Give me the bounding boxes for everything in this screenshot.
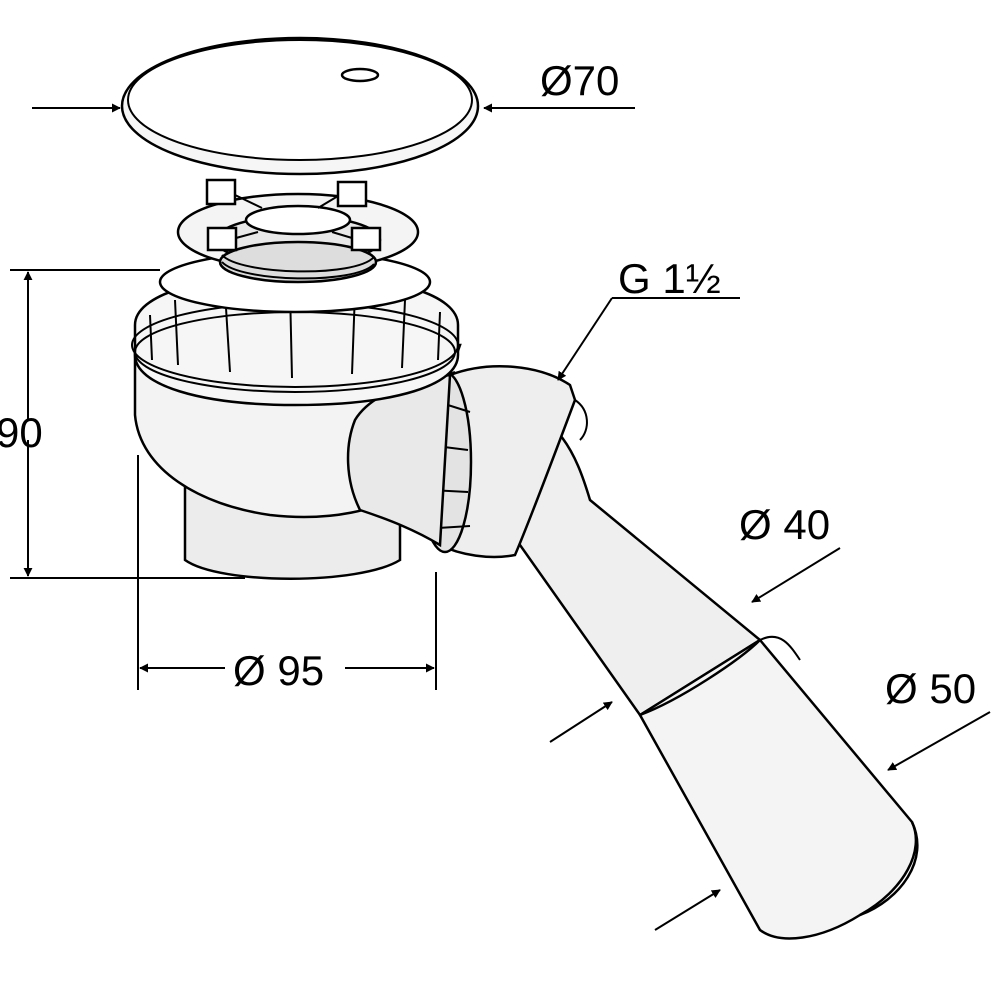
cover-plate (120, 36, 480, 176)
grate-flange (176, 178, 420, 284)
outlet-diameter-label: Ø 50 (885, 665, 977, 712)
cover-diameter-label: Ø70 (540, 57, 620, 104)
height-label: 90 (0, 409, 43, 456)
trap-body (131, 250, 462, 580)
thread-label: G 1½ (618, 255, 721, 302)
pipe-diameter-label: Ø 40 (739, 501, 831, 548)
body-diameter-label: Ø 95 (233, 647, 325, 694)
dimension-lines (10, 103, 991, 931)
